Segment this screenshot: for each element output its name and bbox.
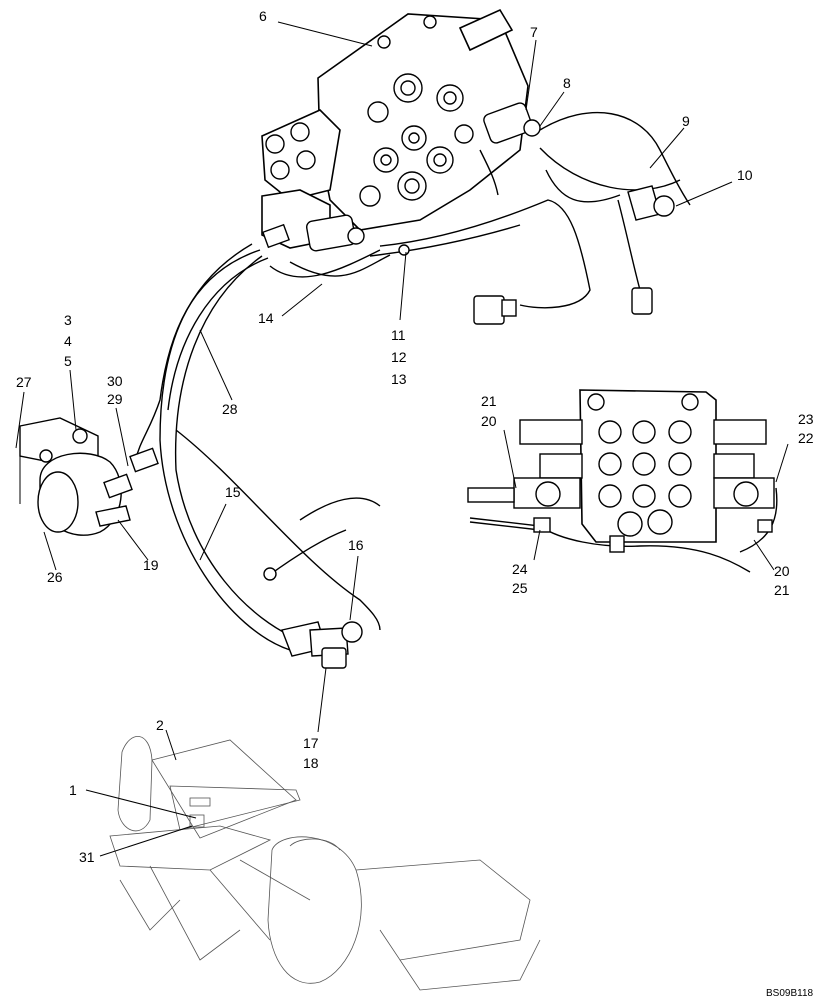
callout-22: 22 bbox=[798, 430, 814, 446]
callout-26: 26 bbox=[47, 569, 63, 585]
callouts: 6 7 8 9 10 11 12 13 14 3 4 5 27 30 29 28… bbox=[16, 8, 814, 865]
callout-18: 18 bbox=[303, 755, 319, 771]
wiring-harness bbox=[369, 111, 691, 325]
callout-11: 11 bbox=[391, 327, 406, 343]
callout-25: 25 bbox=[512, 580, 528, 596]
callout-21-bottom: 21 bbox=[774, 582, 790, 598]
callout-1: 1 bbox=[69, 782, 77, 798]
callout-8: 8 bbox=[563, 75, 571, 91]
callout-30: 30 bbox=[107, 373, 123, 389]
callout-2: 2 bbox=[156, 717, 164, 733]
callout-13: 13 bbox=[391, 371, 407, 387]
hydraulic-hoses bbox=[134, 243, 391, 669]
machine-frame bbox=[109, 736, 541, 991]
callout-9: 9 bbox=[682, 113, 690, 129]
callout-27: 27 bbox=[16, 374, 32, 390]
leader-lines bbox=[15, 21, 789, 857]
inset-valve bbox=[467, 389, 778, 573]
callout-24: 24 bbox=[512, 561, 528, 577]
drawing-code: BS09B118 bbox=[766, 988, 814, 999]
callout-12: 12 bbox=[391, 349, 407, 365]
callout-20-bottom: 20 bbox=[774, 563, 790, 579]
callout-20-top: 20 bbox=[481, 413, 497, 429]
callout-16: 16 bbox=[348, 537, 364, 553]
callout-17: 17 bbox=[303, 735, 319, 751]
callout-6: 6 bbox=[259, 8, 267, 24]
callout-21-top: 21 bbox=[481, 393, 497, 409]
callout-14: 14 bbox=[258, 310, 274, 326]
callout-3: 3 bbox=[64, 312, 72, 328]
callout-4: 4 bbox=[64, 333, 72, 349]
accumulator bbox=[19, 417, 159, 536]
callout-29: 29 bbox=[107, 391, 123, 407]
callout-10: 10 bbox=[737, 167, 753, 183]
callout-15: 15 bbox=[225, 484, 241, 500]
callout-19: 19 bbox=[143, 557, 159, 573]
callout-23: 23 bbox=[798, 411, 814, 427]
callout-31: 31 bbox=[79, 849, 95, 865]
callout-7: 7 bbox=[530, 24, 538, 40]
control-valve bbox=[261, 8, 541, 252]
callout-5: 5 bbox=[64, 353, 72, 369]
callout-28: 28 bbox=[222, 401, 238, 417]
